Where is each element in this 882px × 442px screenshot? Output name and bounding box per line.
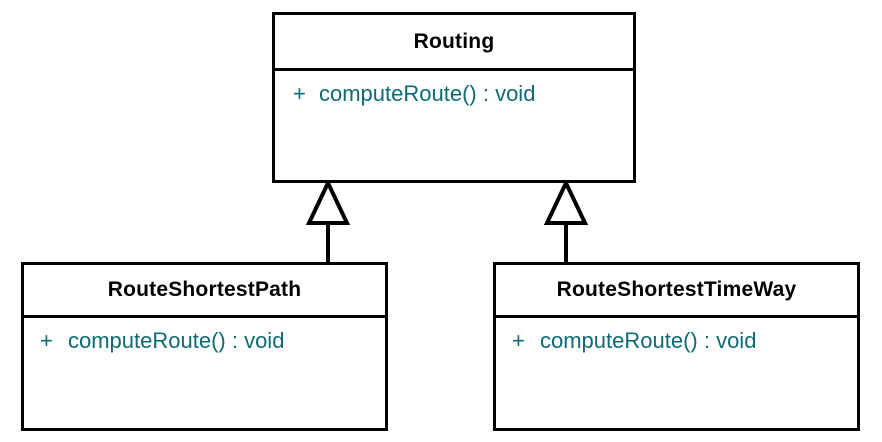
member-visibility: + [293,81,306,106]
class-members-routing: + computeRoute() : void [275,71,633,108]
class-name-route-shortest-path: RouteShortestPath [24,265,385,318]
generalization-arrowhead-right [543,178,589,225]
generalization-shortest-time-to-routing [543,178,589,262]
member-signature: computeRoute() : void [68,328,285,353]
class-members-route-shortest-path: + computeRoute() : void [24,318,385,355]
class-box-route-shortest-time-way[interactable]: RouteShortestTimeWay + computeRoute() : … [493,262,860,431]
member-signature: computeRoute() : void [540,328,757,353]
member-signature: computeRoute() : void [319,81,536,106]
class-name-routing: Routing [275,15,633,71]
class-member: + computeRoute() : void [496,327,857,355]
member-visibility: + [512,328,525,353]
class-name-route-shortest-time-way: RouteShortestTimeWay [496,265,857,318]
class-member: + computeRoute() : void [24,327,385,355]
class-members-route-shortest-time-way: + computeRoute() : void [496,318,857,355]
class-box-route-shortest-path[interactable]: RouteShortestPath + computeRoute() : voi… [21,262,388,431]
class-member: + computeRoute() : void [275,80,633,108]
class-box-routing[interactable]: Routing + computeRoute() : void [272,12,636,183]
generalization-shortest-path-to-routing [305,178,351,262]
generalization-arrowhead-left [305,178,351,225]
member-visibility: + [40,328,53,353]
